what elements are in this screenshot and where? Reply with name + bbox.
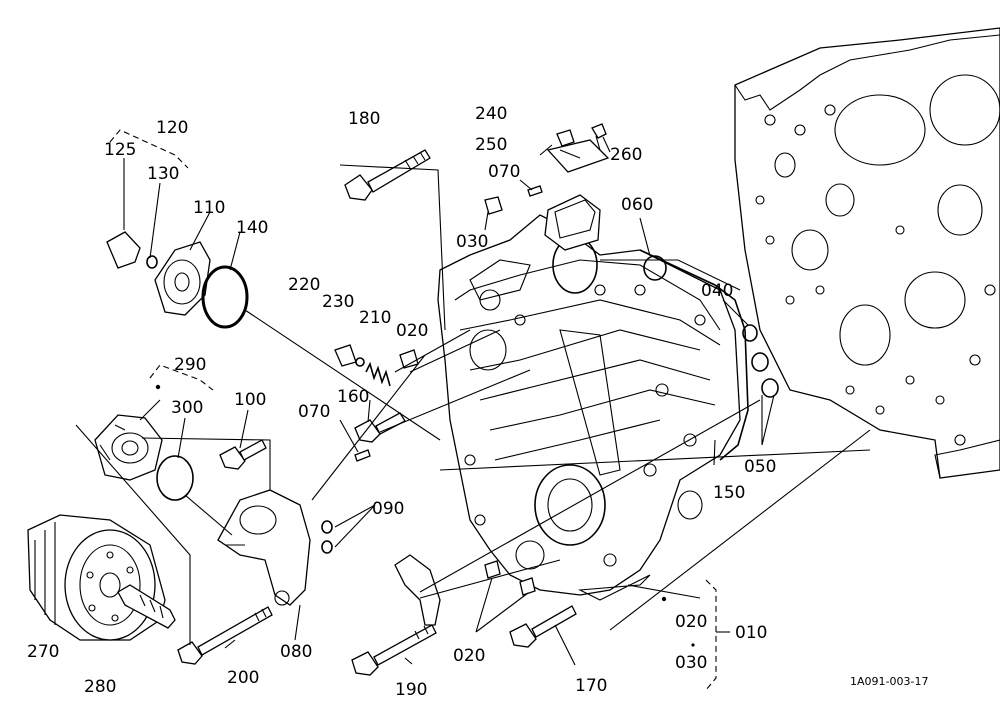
bolt-200 — [177, 606, 273, 665]
plug-020-b — [484, 560, 501, 579]
plug-220 — [334, 344, 357, 367]
cover-110 — [154, 241, 211, 316]
label-010: 010 — [735, 623, 767, 643]
label-250: 250 — [475, 135, 507, 155]
bolt-160 — [354, 412, 406, 443]
label-190: 190 — [395, 680, 427, 700]
o-ring-140 — [201, 265, 249, 329]
label-140: 140 — [236, 218, 268, 238]
gear-case — [437, 194, 741, 601]
o-ring-040 — [742, 324, 758, 342]
bolt-260 — [591, 123, 607, 151]
label-080: 080 — [280, 642, 312, 662]
plug-030-a — [484, 196, 503, 215]
label-020-top: 020 — [396, 321, 428, 341]
label-100: 100 — [234, 390, 266, 410]
washer-130 — [146, 255, 158, 269]
label-040: 040 — [701, 281, 733, 301]
label-110: 110 — [193, 198, 225, 218]
label-200: 200 — [227, 668, 259, 688]
engine-block — [734, 27, 1000, 479]
label-120: 120 — [156, 118, 188, 138]
o-ring-090-a — [321, 520, 333, 534]
label-270: 270 — [27, 642, 59, 662]
o-ring-050-b — [761, 378, 779, 398]
label-090: 090 — [372, 499, 404, 519]
plug-125 — [106, 231, 141, 269]
part-labels: 120 125 130 110 140 180 240 250 260 070 … — [27, 104, 928, 700]
bolt-170 — [509, 605, 577, 648]
label-300: 300 — [171, 398, 203, 418]
label-130: 130 — [147, 164, 179, 184]
label-070-mid: 070 — [298, 402, 330, 422]
pin-070-a — [527, 185, 543, 197]
label-210: 210 — [359, 308, 391, 328]
dot-marker — [661, 596, 667, 602]
label-280: 280 — [84, 677, 116, 697]
label-160: 160 — [337, 387, 369, 407]
o-ring-300 — [156, 455, 194, 501]
label-150: 150 — [713, 483, 745, 503]
bolt-190 — [351, 624, 437, 676]
o-ring-060 — [643, 255, 667, 281]
spring-210 — [365, 361, 391, 387]
label-220: 220 — [288, 275, 320, 295]
o-ring-090-b — [321, 540, 333, 554]
label-125: 125 — [104, 140, 136, 160]
bolt-100 — [219, 439, 267, 470]
label-030-top: 030 — [456, 232, 488, 252]
bracket-010 — [705, 579, 717, 691]
oil-filter — [27, 514, 166, 641]
o-ring-050-a — [751, 352, 769, 372]
plug-020-a — [399, 349, 419, 369]
label-050: 050 — [744, 457, 776, 477]
label-260: 260 — [610, 145, 642, 165]
label-060: 060 — [621, 195, 653, 215]
label-070-top: 070 — [488, 162, 520, 182]
label-180: 180 — [348, 109, 380, 129]
dot-marker — [155, 384, 161, 390]
plug-020-c — [519, 577, 536, 596]
reference-code: 1A091-003-17 — [850, 675, 928, 688]
filter-bracket — [217, 489, 311, 606]
label-240: 240 — [475, 104, 507, 124]
bolt-180 — [344, 149, 431, 201]
plate-250 — [546, 139, 610, 173]
stud-280 — [117, 584, 176, 629]
bracket-120 — [109, 129, 189, 169]
label-170: 170 — [575, 676, 607, 696]
oil-cooler — [94, 414, 163, 481]
pin-070-b — [354, 449, 371, 462]
gasket-150 — [639, 249, 749, 461]
label-230: 230 — [322, 292, 354, 312]
label-290: 290 — [174, 355, 206, 375]
label-020-right: 020 — [675, 612, 707, 632]
dot-marker — [691, 643, 695, 647]
label-020-bottom: 020 — [453, 646, 485, 666]
ball-230 — [355, 357, 365, 367]
label-030-right: 030 — [675, 653, 707, 673]
bracket-fragment — [394, 554, 441, 626]
leader-lines — [75, 136, 871, 666]
